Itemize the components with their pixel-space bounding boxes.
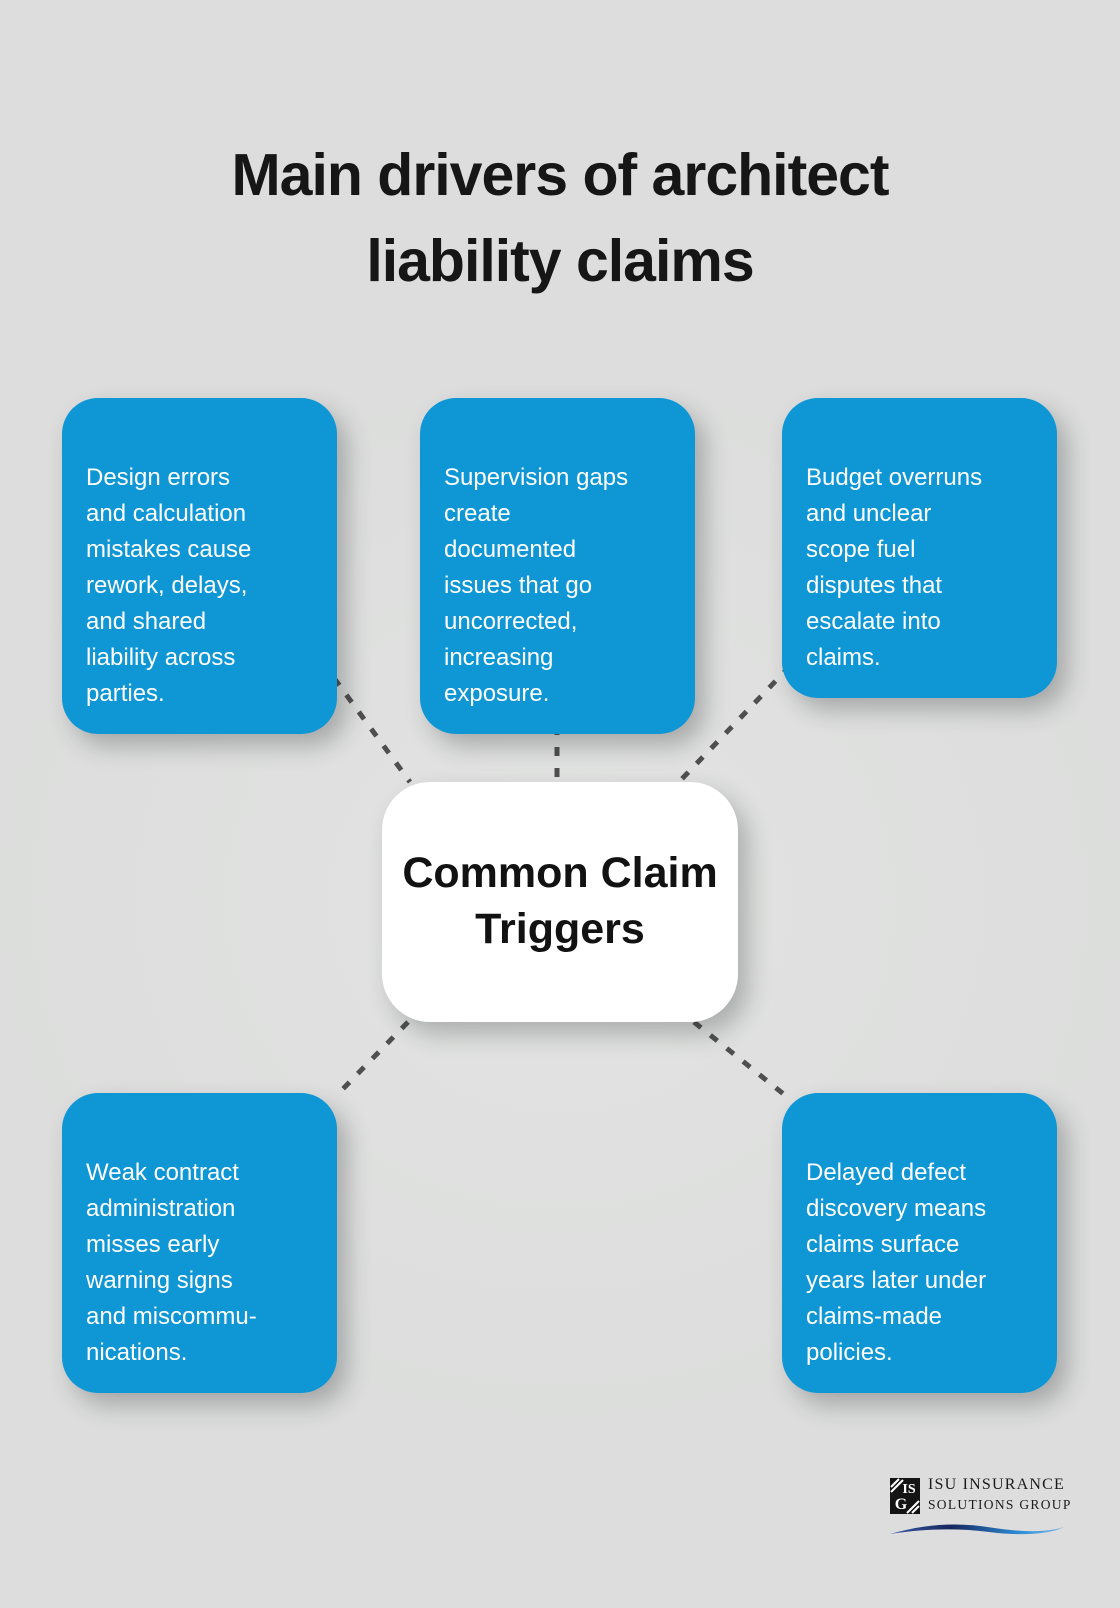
card-supervision-gaps: Supervision gaps create documented issue… [420,398,695,734]
connector-budget-overruns [676,664,792,785]
card-weak-contract-administration: Weak contract administration misses earl… [62,1093,337,1393]
connector-weak-contract [336,1020,410,1096]
card-delayed-defect-discovery-text: Delayed defect discovery means claims su… [806,1159,987,1366]
connector-delayed-defect [692,1020,788,1098]
card-design-errors-text: Design errors and calculation mistakes c… [86,464,252,707]
center-node-label: Common Claim Triggers [402,849,718,953]
card-budget-overruns: Budget overruns and unclear scope fuel d… [782,398,1057,698]
card-supervision-gaps-text: Supervision gaps create documented issue… [444,464,629,707]
connector-design-errors [331,676,413,784]
isu-monogram-top: IS [902,1482,915,1497]
card-delayed-defect-discovery: Delayed defect discovery means claims su… [782,1093,1057,1393]
isu-logo-line1: ISU INSURANCE [928,1476,1065,1493]
page-title: Main drivers of architect liability clai… [231,141,890,294]
card-design-errors: Design errors and calculation mistakes c… [62,398,337,734]
card-weak-contract-administration-text: Weak contract administration misses earl… [86,1159,257,1366]
isu-logo-mark-icon: IS G [890,1478,920,1514]
isu-logo-line2: SOLUTIONS GROUP [928,1497,1072,1512]
isu-logo-text: ISU INSURANCE SOLUTIONS GROUP [928,1476,1072,1513]
isu-logo-swoosh [890,1524,1064,1535]
center-node-common-claim-triggers: Common Claim Triggers [382,782,738,1022]
isu-monogram-bottom: G [895,1496,908,1513]
isu-logo: IS G ISU INSURANCE SOLUTIONS GROUP [888,1470,1070,1540]
card-budget-overruns-text: Budget overruns and unclear scope fuel d… [806,464,983,671]
